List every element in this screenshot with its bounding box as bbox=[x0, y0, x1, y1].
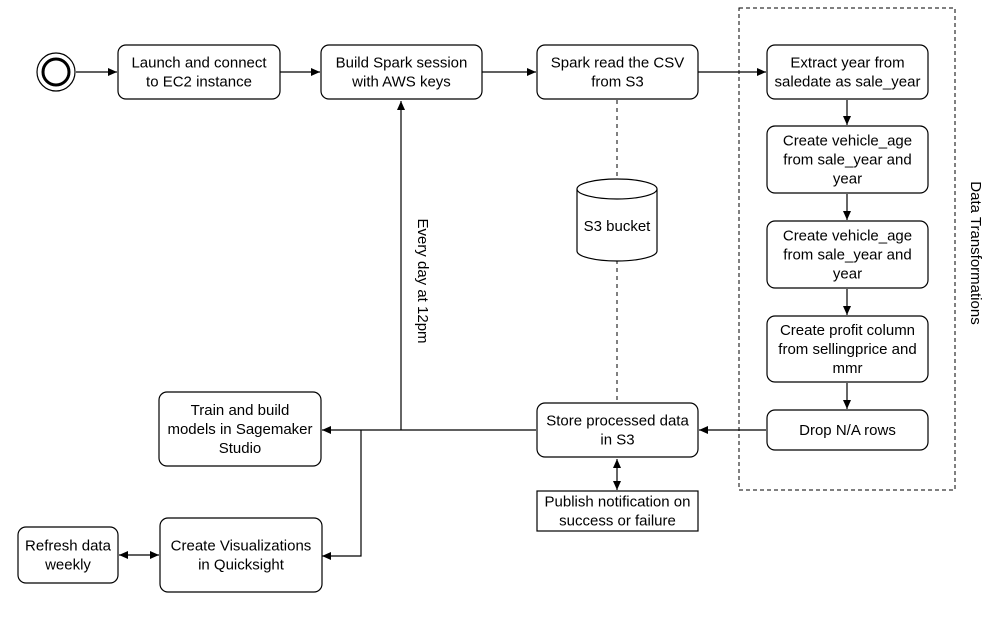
node-label-line: from S3 bbox=[591, 74, 644, 91]
node-extract-year: Extract year from saledate as sale_year bbox=[766, 44, 929, 100]
data-transformations-label: Data Transformations bbox=[967, 181, 984, 324]
node-label-line: year bbox=[833, 171, 862, 188]
node-store-s3: Store processed data in S3 bbox=[536, 402, 699, 458]
node-refresh-data: Refresh data weekly bbox=[17, 526, 119, 584]
node-label-line: Refresh data bbox=[25, 538, 112, 555]
start-event bbox=[36, 52, 76, 92]
data-transformations-group bbox=[738, 7, 956, 491]
node-quicksight: Create Visualizations in Quicksight bbox=[159, 517, 323, 593]
node-label-line: to EC2 instance bbox=[146, 74, 252, 91]
s3-bucket-icon bbox=[576, 178, 658, 262]
node-box bbox=[766, 409, 929, 451]
node-label-line: models in Sagemaker bbox=[167, 421, 312, 438]
node-label-line: Create vehicle_age bbox=[783, 133, 912, 150]
node-label-line: Publish notification on bbox=[545, 494, 691, 511]
node-label-line: Launch and connect bbox=[131, 55, 267, 72]
node-box bbox=[158, 391, 322, 467]
node-label-line: from sellingprice and bbox=[778, 341, 916, 358]
node-publish-notification: Publish notification on success or failur… bbox=[536, 490, 699, 532]
node-label-line: Studio bbox=[219, 440, 262, 457]
node-label-line: Spark read the CSV bbox=[551, 55, 684, 72]
node-label-line: Drop N/A rows bbox=[799, 422, 896, 439]
node-label-line: Store processed data bbox=[546, 413, 689, 430]
node-label-line: Create Visualizations bbox=[171, 538, 312, 555]
node-label-line: Extract year from bbox=[790, 55, 904, 72]
node-label-line: Train and build bbox=[191, 402, 290, 419]
node-box bbox=[536, 490, 699, 532]
node-label-line: saledate as sale_year bbox=[775, 74, 921, 91]
node-box bbox=[536, 402, 699, 458]
node-box bbox=[766, 44, 929, 100]
node-label-line: from sale_year and bbox=[783, 152, 911, 169]
node-label-line: success or failure bbox=[559, 513, 676, 530]
node-box bbox=[536, 44, 699, 100]
edge-store-to-quicksight bbox=[322, 430, 362, 560]
node-box bbox=[320, 44, 483, 100]
node-drop-na: Drop N/A rows bbox=[766, 409, 929, 451]
node-box bbox=[17, 526, 119, 584]
node-label-line: in Quicksight bbox=[198, 557, 285, 574]
node-label-line: Create profit column bbox=[780, 322, 915, 339]
node-label-line: from sale_year and bbox=[783, 247, 911, 264]
node-label-line: year bbox=[833, 266, 862, 283]
node-label-line: Create vehicle_age bbox=[783, 228, 912, 245]
node-profit-column: Create profit column from sellingprice an… bbox=[766, 315, 929, 383]
node-box bbox=[159, 517, 323, 593]
node-label-line: with AWS keys bbox=[351, 74, 451, 91]
node-label-line: weekly bbox=[44, 557, 91, 574]
node-spark-session: Build Spark session with AWS keys bbox=[320, 44, 483, 100]
node-label-line: Build Spark session bbox=[336, 55, 468, 72]
edges bbox=[76, 68, 851, 560]
node-box bbox=[766, 315, 929, 383]
schedule-label: Every day at 12pm bbox=[414, 218, 431, 343]
s3-bucket-label: S3 bucket bbox=[584, 218, 652, 235]
node-launch-ec2: Launch and connect to EC2 instance bbox=[117, 44, 281, 100]
node-label-line: mmr bbox=[833, 360, 863, 377]
node-box bbox=[117, 44, 281, 100]
node-spark-read-csv: Spark read the CSV from S3 bbox=[536, 44, 699, 100]
node-label-line: in S3 bbox=[600, 432, 634, 449]
node-box bbox=[766, 220, 929, 289]
node-box bbox=[766, 125, 929, 194]
